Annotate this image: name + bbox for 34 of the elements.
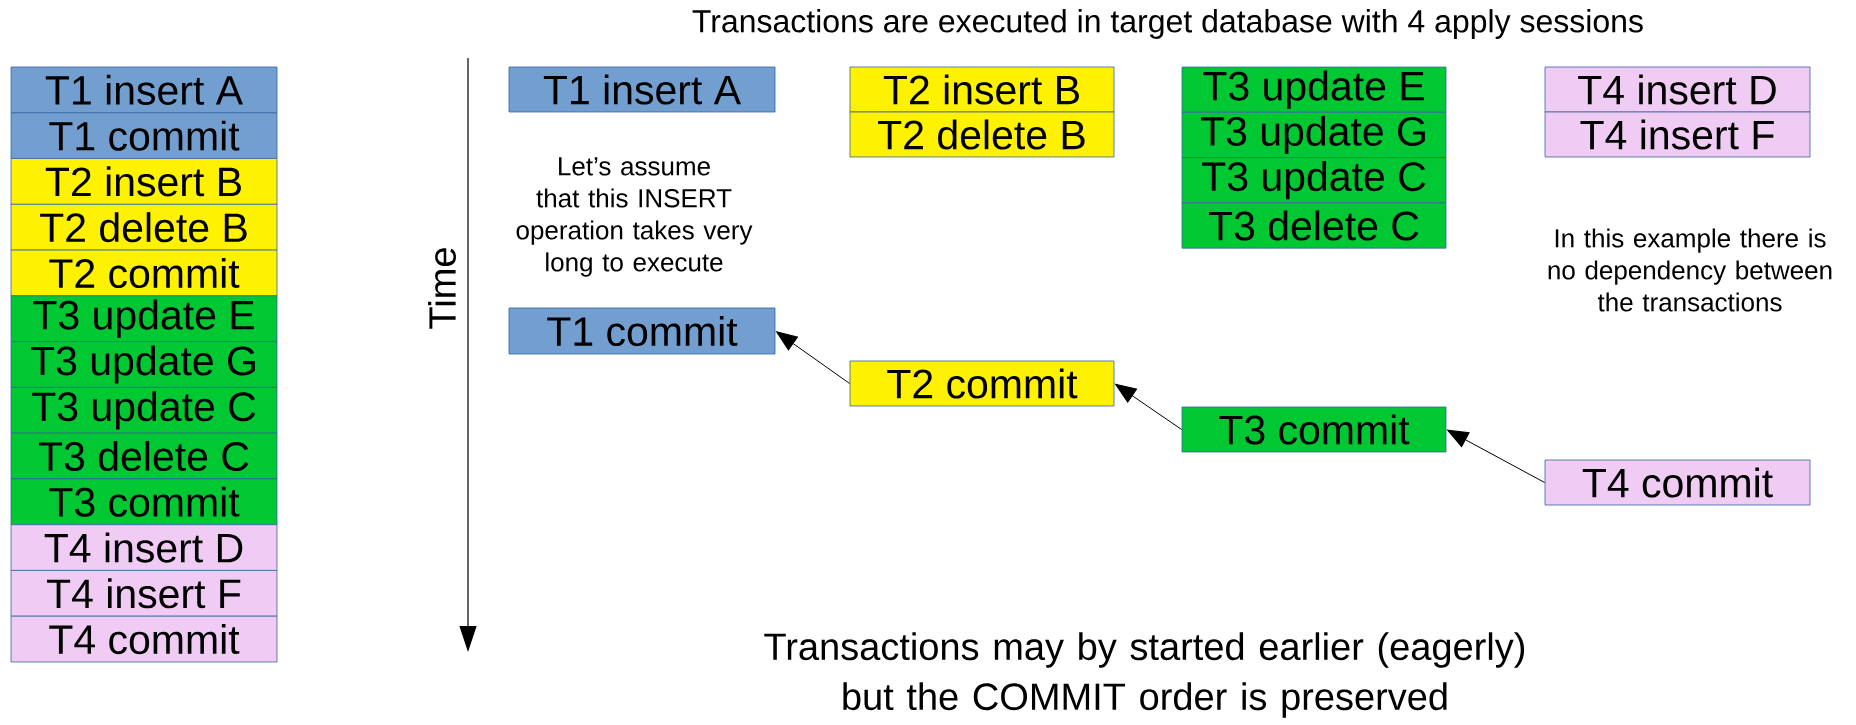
step-box: T3 update G <box>10 341 278 388</box>
arrow <box>776 331 851 384</box>
step-box: T2 commit <box>849 360 1115 407</box>
step-box: T3 update C <box>10 387 278 434</box>
step-box: T1 insert A <box>508 66 776 113</box>
step-box: T3 commit <box>1181 406 1447 453</box>
axis-label: Time <box>428 248 456 329</box>
step-box: T3 update C <box>1181 157 1447 204</box>
step-box: T1 insert A <box>10 66 278 114</box>
step-box: T3 update G <box>1181 111 1447 158</box>
arrow <box>1115 383 1183 430</box>
caption: Transactions may by started earlier (eagerly) but the COMMIT order is preserved <box>764 632 1525 718</box>
step-box: T3 update E <box>10 295 278 342</box>
step-box: T1 commit <box>10 112 278 159</box>
note-text: In this example there is no dependency between the transactions <box>1548 228 1832 312</box>
step-box: T2 commit <box>10 249 278 297</box>
step-box: T1 commit <box>508 307 776 355</box>
step-box: T3 delete C <box>1181 202 1447 249</box>
arrow <box>1447 429 1546 483</box>
step-box: T3 commit <box>10 478 278 526</box>
step-box: T3 delete C <box>10 432 278 480</box>
step-box: T4 commit <box>1544 459 1811 506</box>
step-box: T4 insert D <box>10 524 278 571</box>
step-box: T2 delete B <box>10 203 278 251</box>
step-box: T2 delete B <box>849 111 1115 158</box>
title: Transactions are executed in target database with 4 apply sessions <box>692 9 1643 39</box>
note-text: Let’s assume that this INSERT operation takes very long to execute <box>516 157 753 277</box>
step-box: T4 insert D <box>1544 66 1811 113</box>
step-box: T2 insert B <box>10 158 278 205</box>
step-box: T2 insert B <box>849 66 1115 113</box>
step-box: T4 insert F <box>1544 111 1811 158</box>
step-box: T4 insert F <box>10 570 278 617</box>
step-box: T4 commit <box>10 615 278 663</box>
step-box: T3 update E <box>1181 66 1447 113</box>
